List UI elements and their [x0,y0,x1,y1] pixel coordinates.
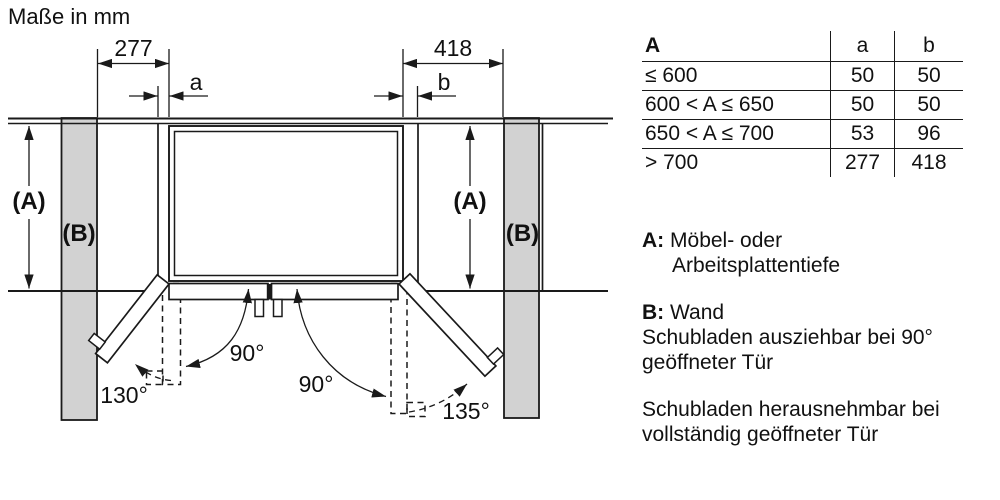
page-title: Maße in mm [8,4,131,29]
right-door-open-135 [397,272,505,378]
left-wall [60,117,98,421]
angle-label-right-90: 90° [299,371,334,397]
table-cell-a: 50 [830,61,895,91]
legend-b-key: B: [642,301,665,324]
legend-note2-line1: Schubladen herausnehmbar bei [642,398,940,421]
legend-a-text1: Möbel- oder [670,229,783,252]
table-header-a: a [830,31,895,62]
dimension-b-label: b [438,69,451,95]
table-cell-a: 53 [830,119,895,149]
swing-arc-left-90 [185,288,252,368]
right-wall [503,117,540,419]
table-header-b: b [894,31,963,62]
legend-note2-line2: vollständig geöffneter Tür [642,423,879,446]
legend-b-line1: B: Wand [642,300,994,325]
swing-arc-right-135 [408,383,468,413]
table-header-row: A a b [642,31,963,62]
table-row: > 700 277 418 [642,148,963,177]
table-cell-b: 96 [894,119,963,149]
installation-diagram: 277 418 a b (A) (A) ( [8,35,613,424]
fridge-body [168,125,404,282]
left-door-90-dashed [145,282,182,386]
countertop-lines [8,117,613,125]
legend-a-line1: A: Möbel- oder [642,228,994,253]
legend-a-text2: Arbeitsplattentiefe [672,254,841,277]
dimension-277-label: 277 [114,35,152,61]
table-cell-b: 418 [894,148,963,177]
legend-note2: Schubladen herausnehmbar bei vollständig… [642,397,994,447]
table-row: ≤ 600 50 50 [642,61,963,91]
angle-label-right-135: 135° [442,398,490,424]
dimension-a-label: a [190,69,203,95]
dimension-418: 418 [403,35,503,69]
table-cell-range: 600 < A ≤ 650 [642,90,831,120]
legend-a: A: Möbel- oder Arbeitsplattentiefe [642,228,994,278]
table-cell-a: 50 [830,90,895,120]
angle-label-left-130: 130° [100,382,148,408]
dimension-b: b [374,69,456,101]
legend-note1-line1: Schubladen ausziehbar bei 90° [642,326,933,349]
swing-arc-right-90 [293,288,387,398]
swing-arc-left-130 [134,363,172,382]
legend-a-key: A: [642,229,665,252]
table-cell-range: 650 < A ≤ 700 [642,119,831,149]
dimension-a: a [129,69,208,101]
depth-label-left: (A) [12,188,45,215]
table-header-A: A [642,31,831,62]
left-door-open-130 [87,273,171,364]
depth-label-right: (A) [453,188,486,215]
legend-b-text: Wand [670,301,725,324]
legend-b: B: Wand Schubladen ausziehbar bei 90° ge… [642,300,994,375]
wall-label-right: (B) [506,220,539,247]
table-cell-b: 50 [894,90,963,120]
depth-dimension-right: (A) [453,126,487,289]
table-row: 650 < A ≤ 700 53 96 [642,119,963,149]
table-cell-a: 277 [830,148,895,177]
wall-label-left: (B) [62,220,95,247]
dimension-418-label: 418 [434,35,472,61]
depth-dimension-left: (A) [12,126,46,289]
dimension-277: 277 [98,35,169,69]
right-door-90-dashed [390,282,426,418]
legend-note1-line2: geöffneter Tür [642,351,774,374]
cabinet-side-walls [157,123,544,291]
table-row: 600 < A ≤ 650 50 50 [642,90,963,120]
closed-doors [168,282,399,318]
table-cell-range: ≤ 600 [642,61,831,91]
table-cell-range: > 700 [645,151,699,174]
dimension-table: A a b ≤ 600 50 50 600 < A ≤ 650 50 50 65… [642,31,963,177]
angle-label-left-90: 90° [230,340,265,366]
table-cell-b: 50 [894,61,963,91]
